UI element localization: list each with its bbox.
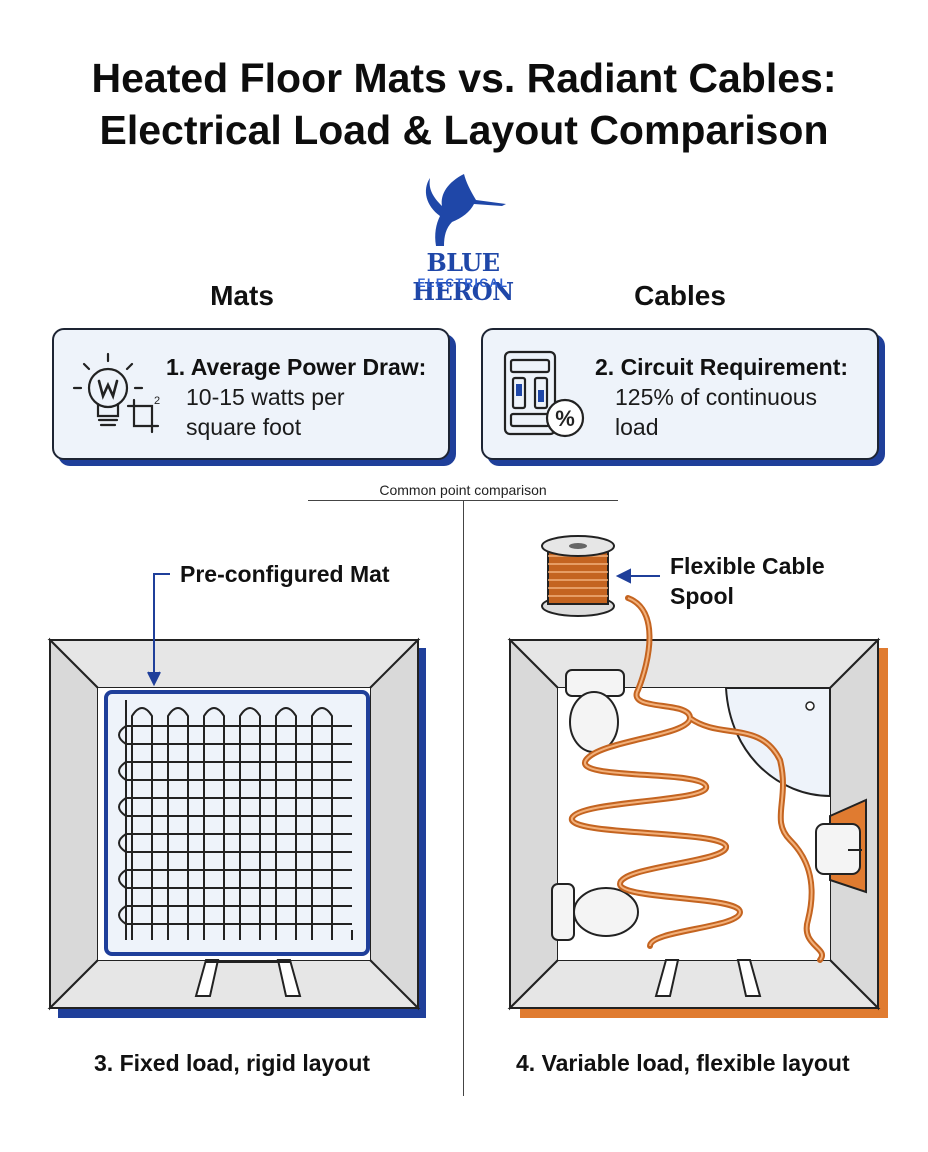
caption-cables: 4. Variable load, flexible layout — [516, 1050, 850, 1076]
toilet-icon — [551, 883, 639, 941]
card-power-draw: 2 1. Average Power Draw: 10-15 watts per… — [52, 328, 450, 460]
card-body-line: load — [615, 414, 659, 440]
radiant-cable-path — [569, 595, 825, 963]
divider-vertical — [463, 500, 464, 1096]
mat-label: Pre-configured Mat — [180, 561, 390, 587]
mat-callout-arrow — [147, 573, 170, 687]
caption-mats: 3. Fixed load, rigid layout — [94, 1050, 371, 1076]
cable-label-line-1: Flexible Cable — [670, 553, 825, 579]
cable-spool-icon — [541, 535, 615, 617]
mat-room-diagram: Pre-configured Mat — [47, 561, 426, 1018]
sink-icon — [815, 798, 867, 894]
mat-heating-grid — [118, 700, 353, 940]
svg-text:2: 2 — [154, 395, 160, 407]
toilet-icon — [565, 669, 625, 753]
card-body: 125% of continuous load — [615, 382, 865, 442]
column-heading-mats: Mats — [210, 280, 274, 311]
card-body: 10-15 watts per square foot — [186, 382, 436, 442]
card-body-line: 125% of continuous — [615, 384, 818, 410]
logo-name: BLUE HERON — [412, 248, 514, 306]
svg-text:%: % — [555, 406, 575, 431]
card-circuit-requirement: % 2. Circuit Requirement: 125% of contin… — [481, 328, 879, 460]
card-title: 2. Circuit Requirement: — [595, 354, 849, 380]
cable-callout-arrow — [615, 568, 660, 584]
column-heading-cables: Cables — [634, 280, 726, 311]
cable-label-line-2: Spool — [670, 583, 734, 609]
card-title: 1. Average Power Draw: — [166, 354, 427, 380]
lightbulb-watt-icon: 2 — [72, 352, 160, 434]
heron-icon — [425, 174, 506, 246]
common-point-label: Common point comparison — [379, 482, 547, 498]
bathtub-shape — [724, 687, 831, 798]
card-body-line: square foot — [186, 414, 302, 440]
company-logo: BLUE HERON ELECTRICAL — [378, 172, 548, 306]
card-body-line: 10-15 watts per — [186, 384, 345, 410]
title-line-1: Heated Floor Mats vs. Radiant Cables: — [91, 55, 837, 101]
logo-subtitle: ELECTRICAL — [417, 276, 509, 290]
title-line-2: Electrical Load & Layout Comparison — [99, 107, 829, 153]
breaker-percent-icon: % — [503, 350, 585, 438]
page-title: Heated Floor Mats vs. Radiant Cables: El… — [0, 52, 928, 156]
